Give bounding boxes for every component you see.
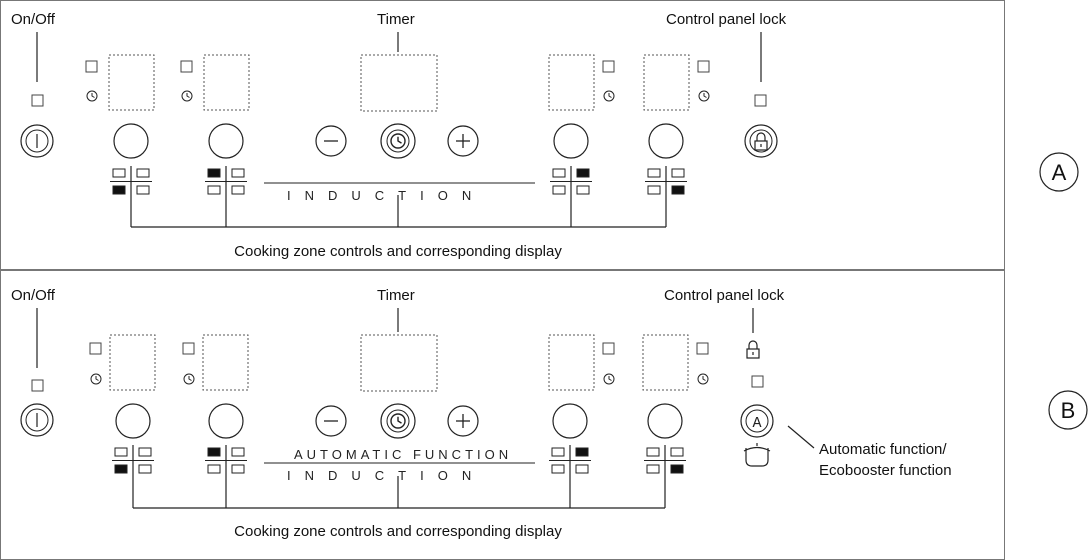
panel-a-border xyxy=(0,0,1005,270)
zone-2-indicator xyxy=(182,342,195,355)
zone-4-layout-indicator xyxy=(644,445,686,508)
ecobooster-function-label: Ecobooster function xyxy=(819,462,952,479)
clock-icon xyxy=(603,373,615,385)
on-off-label: On/Off xyxy=(11,287,56,304)
clock-icon xyxy=(181,90,193,102)
timer-plus-button[interactable] xyxy=(447,405,479,437)
lock-button[interactable] xyxy=(744,124,778,158)
panel-a-letter: A xyxy=(1052,160,1067,185)
zone-4-layout-indicator xyxy=(645,166,687,227)
zone-3-indicator xyxy=(602,60,615,73)
cooking-zone-label: Cooking zone controls and corresponding … xyxy=(234,243,562,260)
zone-1-display xyxy=(109,334,156,391)
zone-3-button[interactable] xyxy=(552,403,588,439)
zone-2-button[interactable] xyxy=(208,403,244,439)
zone-1-layout-indicator xyxy=(110,166,152,227)
clock-icon xyxy=(698,90,710,102)
timer-label: Timer xyxy=(377,11,415,28)
cooking-zone-label: Cooking zone controls and corresponding … xyxy=(234,523,562,540)
zone-4-display xyxy=(642,334,689,391)
zone-2-indicator xyxy=(180,60,193,73)
panel-b-border xyxy=(0,270,1005,560)
lock-indicator-light xyxy=(751,375,764,388)
induction-label: INDUCTION xyxy=(287,468,485,483)
zone-4-indicator xyxy=(696,342,709,355)
timer-minus-button[interactable] xyxy=(315,125,347,157)
lock-indicator-light xyxy=(754,94,767,107)
on-off-button[interactable] xyxy=(20,403,54,437)
zone-1-indicator xyxy=(85,60,98,73)
pot-icon xyxy=(743,443,771,467)
on-off-indicator-light xyxy=(31,94,44,107)
zone-4-indicator xyxy=(697,60,710,73)
clock-icon xyxy=(86,90,98,102)
timer-display xyxy=(360,334,438,392)
automatic-function-label: Automatic function/ xyxy=(819,441,947,458)
timer-plus-button[interactable] xyxy=(447,125,479,157)
panel-b-letter: B xyxy=(1061,398,1076,423)
zone-1-button[interactable] xyxy=(113,123,149,159)
automatic-function-display: A xyxy=(752,415,761,432)
zone-2-button[interactable] xyxy=(208,123,244,159)
timer-button[interactable] xyxy=(380,403,416,439)
zone-3-button[interactable] xyxy=(553,123,589,159)
zone-2-layout-indicator xyxy=(205,445,247,508)
automatic-function-button[interactable]: A xyxy=(740,404,774,438)
zone-3-display xyxy=(548,334,595,391)
clock-icon xyxy=(183,373,195,385)
control-panel-lock-label: Control panel lock xyxy=(666,11,787,28)
panel-a: On/Off Timer Control panel lock xyxy=(0,0,1079,270)
clock-icon xyxy=(90,373,102,385)
panel-b-marker xyxy=(1048,390,1088,430)
zone-1-indicator xyxy=(89,342,102,355)
zone-1-button[interactable] xyxy=(115,403,151,439)
zone-4-button[interactable] xyxy=(648,123,684,159)
on-off-indicator-light xyxy=(31,379,44,392)
timer-button[interactable] xyxy=(380,123,416,159)
zone-2-layout-indicator xyxy=(205,166,247,227)
on-off-button[interactable] xyxy=(20,124,54,158)
zone-4-button[interactable] xyxy=(647,403,683,439)
timer-minus-button[interactable] xyxy=(315,405,347,437)
zone-2-display xyxy=(202,334,249,391)
clock-icon xyxy=(603,90,615,102)
zone-1-layout-indicator xyxy=(112,445,154,508)
on-off-label: On/Off xyxy=(11,11,56,28)
timer-display xyxy=(360,54,438,112)
zone-3-display xyxy=(548,54,595,111)
panel-b: On/Off Timer Control panel lock xyxy=(0,270,1088,560)
automatic-function-strip-label: AUTOMATIC FUNCTION xyxy=(294,447,512,462)
zone-3-indicator xyxy=(602,342,615,355)
zone-3-layout-indicator xyxy=(549,445,591,508)
induction-label: INDUCTION xyxy=(287,188,485,203)
panel-a-marker xyxy=(1039,152,1079,192)
clock-icon xyxy=(697,373,709,385)
zone-1-display xyxy=(108,54,155,111)
zone-3-layout-indicator xyxy=(550,166,592,227)
zone-2-display xyxy=(203,54,250,111)
timer-label: Timer xyxy=(377,287,415,304)
control-panel-lock-label: Control panel lock xyxy=(664,287,785,304)
lock-icon[interactable] xyxy=(746,340,760,359)
zone-4-display xyxy=(643,54,690,111)
